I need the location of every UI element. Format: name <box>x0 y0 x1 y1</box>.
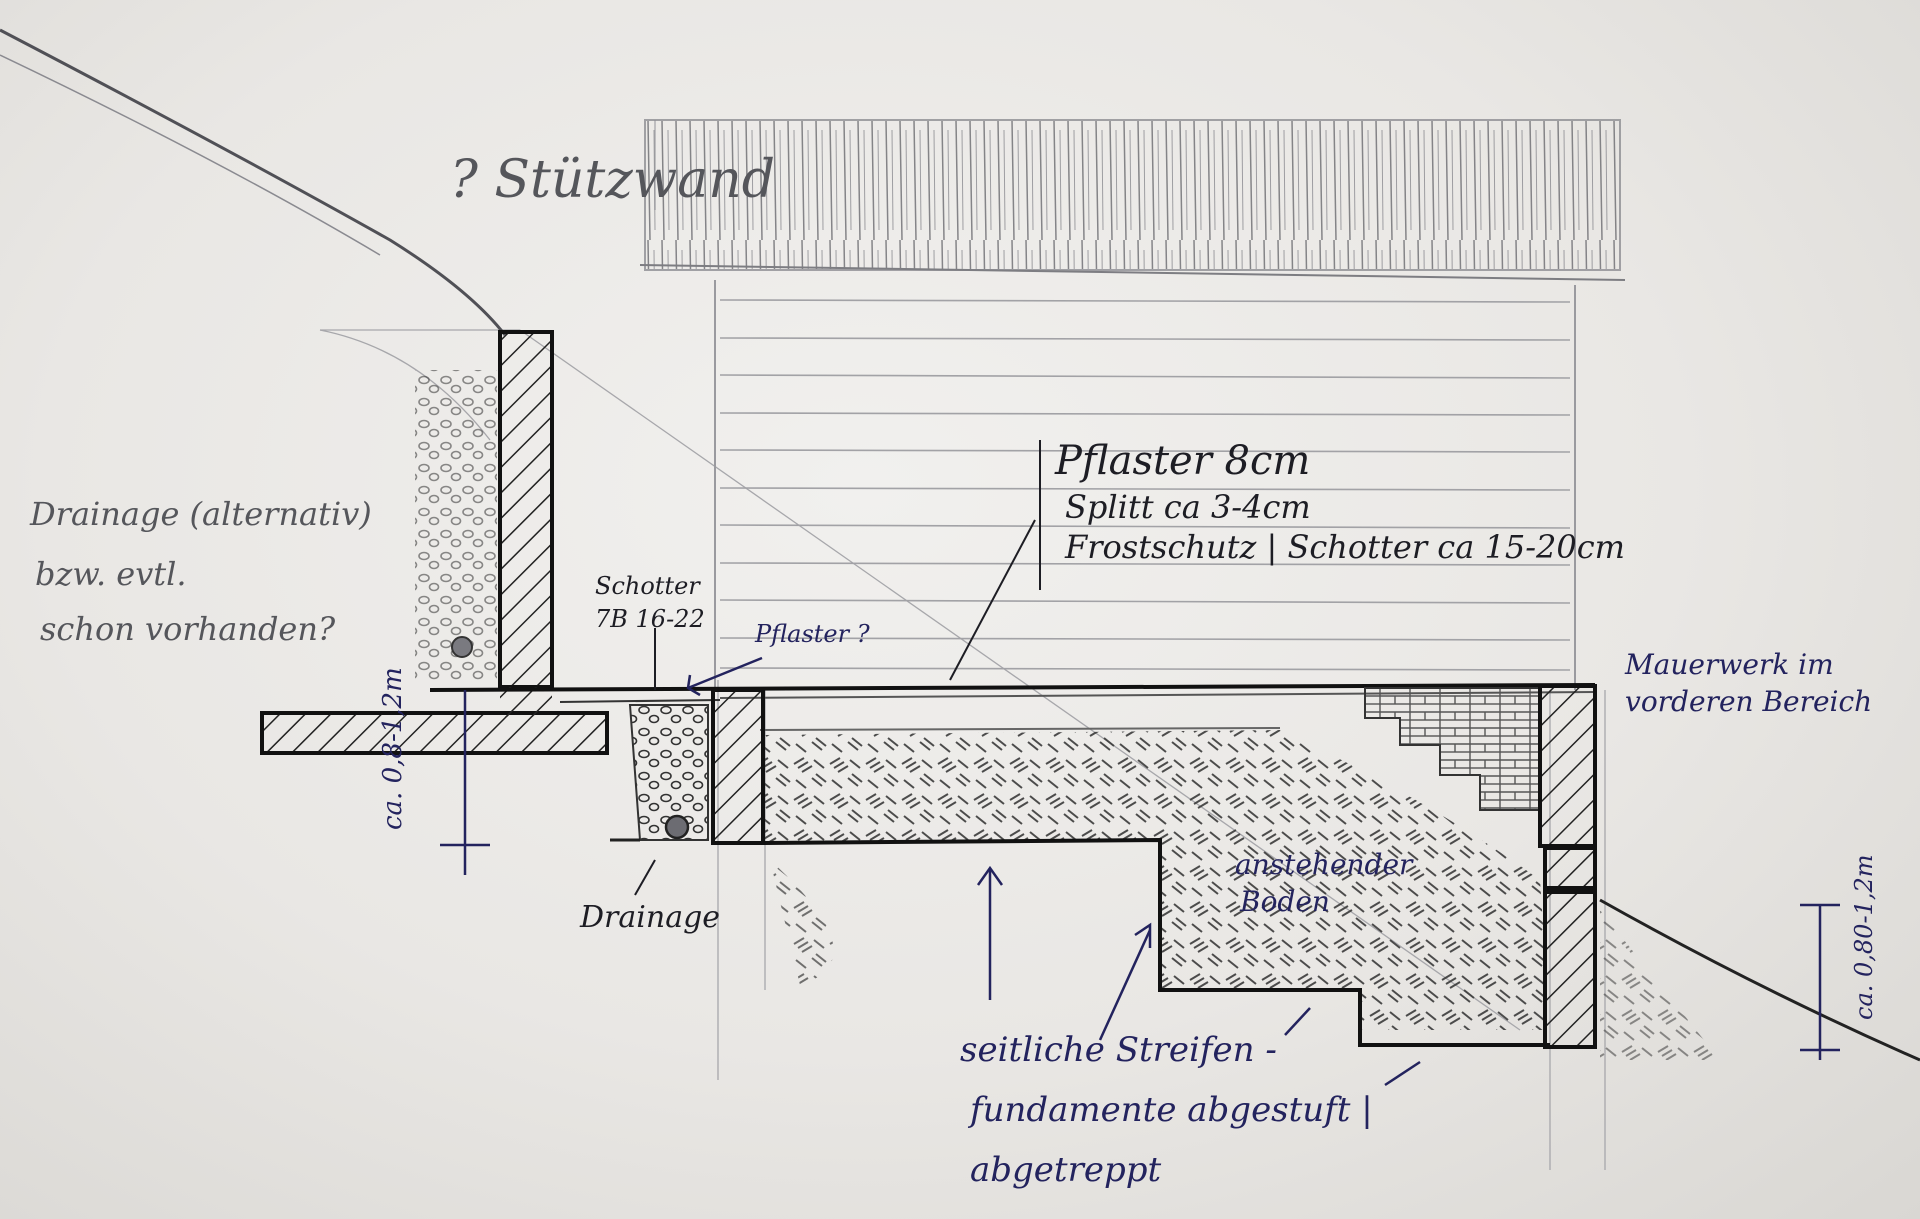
drainage-alt-line-3: schon vorhanden? <box>40 610 336 648</box>
ca-right-dimension: ca. 0,80-1,2m <box>1850 854 1878 1020</box>
ink-leaders <box>634 440 1041 896</box>
drainage-alt-line-1: Drainage (alternativ) <box>30 495 372 533</box>
left-slope-line <box>0 28 507 336</box>
pflaster-label: Pflaster 8cm <box>1055 438 1311 484</box>
schotter-label-1: Schotter <box>595 572 700 600</box>
schotter-label-2: 7B 16-22 <box>595 605 705 633</box>
anstehender-label-1: anstehender <box>1235 848 1413 881</box>
edge-wall <box>711 688 765 845</box>
retaining-wall <box>260 330 609 755</box>
ca-left-dimension: ca. 0,8-1,2m <box>378 667 408 830</box>
gravel-backfill <box>415 370 497 680</box>
paving-line <box>429 683 1596 692</box>
soil-area <box>765 730 1550 1030</box>
building-sketch <box>639 119 1626 690</box>
blue-annotations <box>440 656 1840 1087</box>
gravel-trench <box>628 704 709 841</box>
stuetzwand-label: ? Stützwand <box>450 150 775 210</box>
splitt-label: Splitt ca 3-4cm <box>1065 488 1311 526</box>
frostschutz-label: Frostschutz | Schotter ca 15-20cm <box>1065 528 1625 566</box>
drain-pipe-lower <box>664 814 690 840</box>
right-slope <box>1599 898 1920 1062</box>
mauerwerk-label-2: vorderen Bereich <box>1625 685 1873 718</box>
drainage-label: Drainage <box>580 900 721 935</box>
seitliche-label-3: abgetreppt <box>970 1150 1162 1190</box>
seitliche-label-2: fundamente abgestuft | <box>970 1090 1373 1130</box>
mauerwerk-label-1: Mauerwerk im <box>1625 648 1834 681</box>
drainage-alt-line-2: bzw. evtl. <box>35 555 187 593</box>
right-wall <box>1538 684 1597 1049</box>
seitliche-label-1: seitliche Streifen - <box>960 1030 1277 1070</box>
drain-pipe-upper <box>451 636 473 658</box>
anstehender-label-2: Boden <box>1240 885 1330 918</box>
pflaster-question-label: Pflaster ? <box>755 620 870 648</box>
